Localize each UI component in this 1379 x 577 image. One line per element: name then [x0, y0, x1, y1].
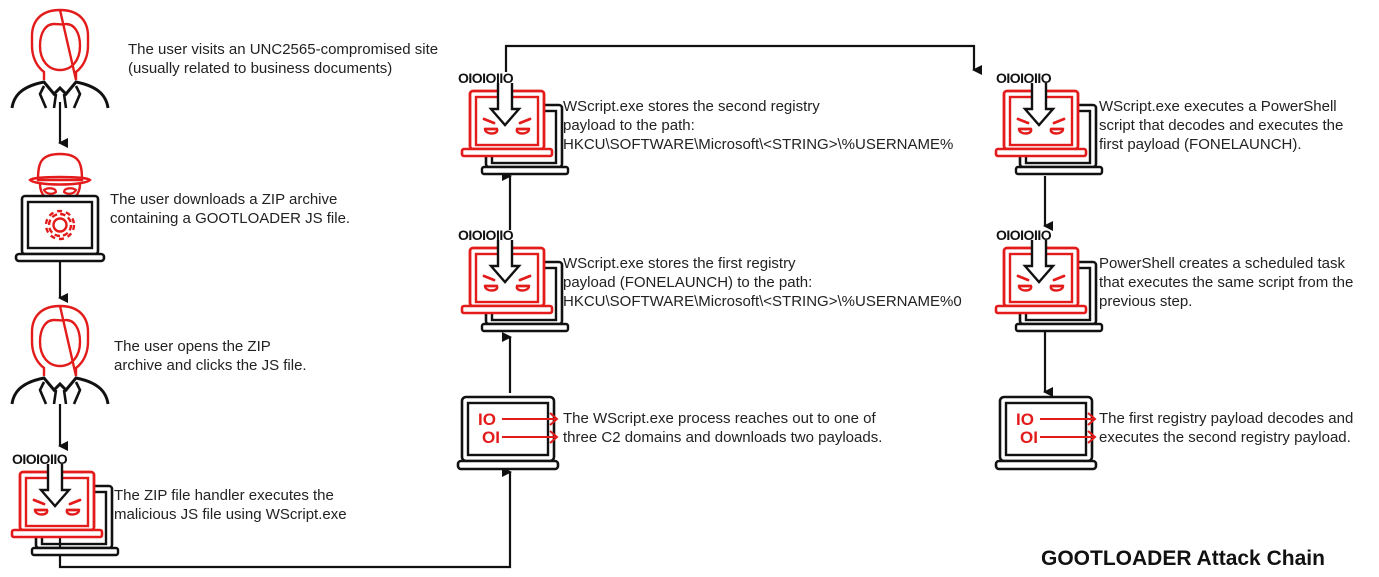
network-laptop-icon — [456, 395, 560, 471]
step-line: that executes the same script from the — [1099, 274, 1354, 291]
step-line: The first registry payload decodes and — [1099, 410, 1354, 427]
user-icon — [10, 8, 110, 110]
step-line: malicious JS file using WScript.exe — [114, 506, 347, 523]
user-icon — [10, 304, 110, 406]
step-5-text: The WScript.exe process reaches out to o… — [563, 409, 882, 447]
io-label-2: OI — [1020, 428, 1038, 447]
malware-laptop-icon — [460, 81, 570, 176]
step-line: payload to the path: — [563, 117, 695, 134]
malware-laptop-icon — [460, 238, 570, 333]
step-9-text: PowerShell creates a scheduled task that … — [1099, 254, 1353, 311]
io-label-2: OI — [482, 428, 500, 447]
step-line: containing a GOOTLOADER JS file. — [110, 210, 351, 227]
malware-laptop-icon — [994, 238, 1104, 333]
step-10-text: The first registry payload decodes and ex… — [1099, 409, 1353, 447]
step-1-text: The user visits an UNC2565-compromised s… — [128, 40, 438, 78]
step-line: first payload (FONELAUNCH). — [1099, 136, 1302, 153]
step-line: executes the second registry payload. — [1099, 429, 1351, 446]
malware-laptop-icon — [10, 462, 120, 557]
io-label-1: IO — [478, 410, 496, 429]
binary-label: OIOIOIIO — [458, 227, 514, 243]
binary-label: OIOIOIIO — [458, 70, 514, 86]
step-line: HKCU\SOFTWARE\Microsoft\<STRING>\%USERNA… — [563, 136, 954, 153]
step-line: WScript.exe executes a PowerShell — [1099, 98, 1337, 115]
step-line: The user opens the ZIP — [114, 338, 271, 355]
step-line: previous step. — [1099, 293, 1193, 310]
connector-7-8 — [504, 44, 982, 75]
step-line: HKCU\SOFTWARE\Microsoft\<STRING>\%USERNA… — [563, 293, 962, 310]
step-line: The user downloads a ZIP archive — [110, 191, 338, 208]
step-line: The user visits an UNC2565-compromised s… — [128, 41, 439, 58]
step-4-text: The ZIP file handler executes the malicio… — [114, 486, 347, 524]
step-line: payload (FONELAUNCH) to the path: — [563, 274, 813, 291]
network-laptop-icon — [994, 395, 1098, 471]
step-line: WScript.exe stores the first registry — [563, 255, 796, 272]
binary-label: OIOIOIIO — [996, 70, 1052, 86]
step-line: WScript.exe stores the second registry — [563, 98, 820, 115]
step-line: script that decodes and executes the — [1099, 117, 1344, 134]
step-2-text: The user downloads a ZIP archive containi… — [110, 190, 350, 228]
step-line: archive and clicks the JS file. — [114, 357, 307, 374]
binary-label: OIOIOIIO — [12, 451, 68, 467]
io-label-1: IO — [1016, 410, 1034, 429]
step-line: (usually related to business documents) — [128, 60, 393, 77]
step-6-text: WScript.exe stores the first registry pay… — [563, 254, 962, 311]
step-8-text: WScript.exe executes a PowerShell script … — [1099, 97, 1343, 154]
step-3-text: The user opens the ZIP archive and clicks… — [114, 337, 307, 375]
malware-laptop-icon — [994, 81, 1104, 176]
step-line: The WScript.exe process reaches out to o… — [563, 410, 876, 427]
binary-label: OIOIOIIO — [996, 227, 1052, 243]
step-line: three C2 domains and downloads two paylo… — [563, 429, 883, 446]
step-line: PowerShell creates a scheduled task — [1099, 255, 1345, 272]
diagram-title: GOOTLOADER Attack Chain — [1041, 547, 1325, 570]
transfer-arrows — [502, 412, 559, 444]
step-line: The ZIP file handler executes the — [114, 487, 334, 504]
transfer-arrows — [1040, 412, 1097, 444]
hacker-laptop-gear-icon — [14, 152, 106, 263]
step-7-text: WScript.exe stores the second registry pa… — [563, 97, 953, 154]
